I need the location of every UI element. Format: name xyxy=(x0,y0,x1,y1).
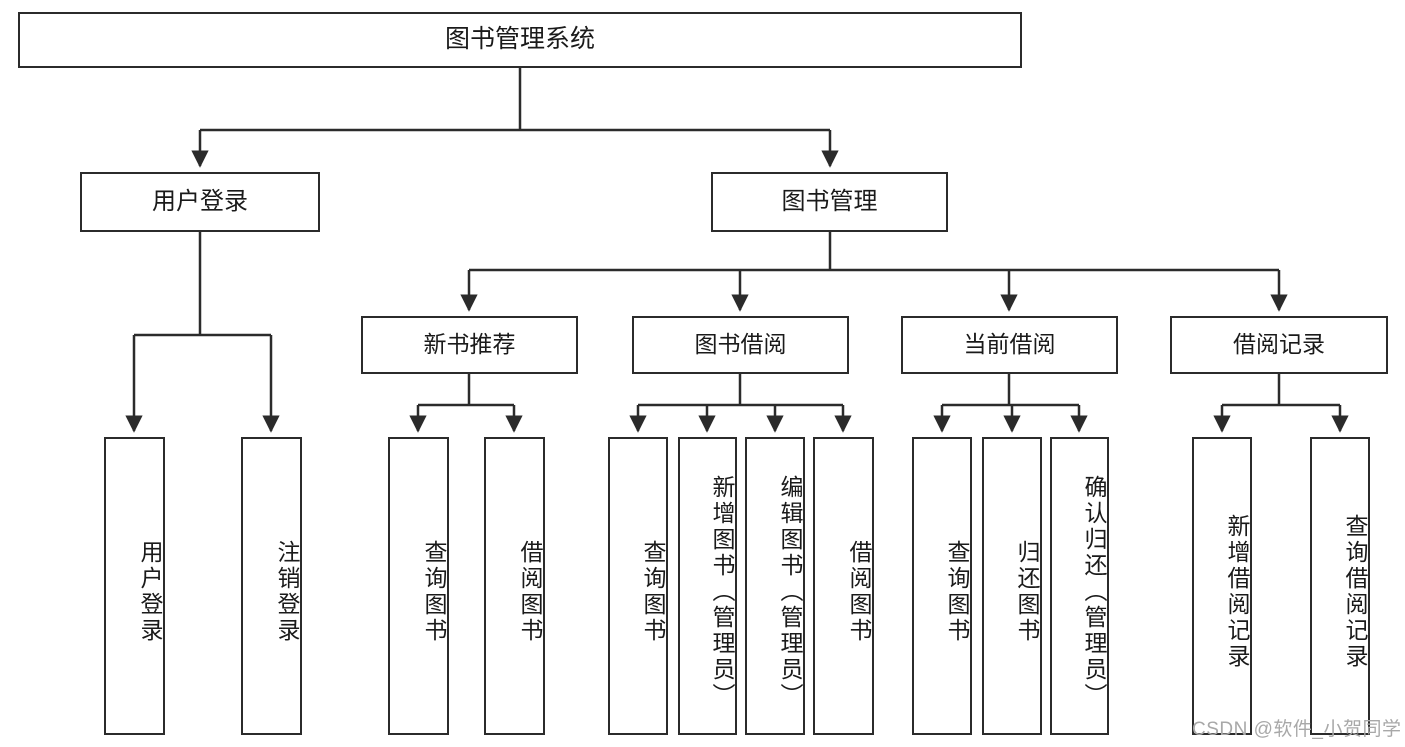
leaf-add-borrow-record-label: 新增借阅记录 xyxy=(1224,514,1250,670)
node-root[interactable]: 图书管理系统 xyxy=(18,12,1022,68)
node-current-borrow[interactable]: 当前借阅 xyxy=(901,316,1118,374)
leaf-confirm-return-admin-label: 确认归还（管理员） xyxy=(1081,475,1107,709)
node-new-book-recommend-label: 新书推荐 xyxy=(423,331,516,358)
node-user-login[interactable]: 用户登录 xyxy=(80,172,320,232)
leaf-query-book-current[interactable]: 查询图书 xyxy=(912,437,972,735)
leaf-borrow-book-recommend[interactable]: 借阅图书 xyxy=(484,437,545,735)
leaf-query-borrow-record-label: 查询借阅记录 xyxy=(1342,514,1368,670)
leaf-return-book-label: 归还图书 xyxy=(1014,540,1040,644)
leaf-add-book-admin-label: 新增图书（管理员） xyxy=(709,475,735,709)
node-user-login-label: 用户登录 xyxy=(152,187,248,215)
node-root-label: 图书管理系统 xyxy=(444,25,595,54)
leaf-query-book-borrow-label: 查询图书 xyxy=(640,540,666,644)
leaf-borrow-book[interactable]: 借阅图书 xyxy=(813,437,874,735)
node-borrow-record[interactable]: 借阅记录 xyxy=(1170,316,1388,374)
node-book-manage[interactable]: 图书管理 xyxy=(711,172,948,232)
leaf-return-book[interactable]: 归还图书 xyxy=(982,437,1042,735)
leaf-borrow-book-recommend-label: 借阅图书 xyxy=(517,540,543,644)
node-borrow-record-label: 借阅记录 xyxy=(1233,331,1325,358)
leaf-edit-book-admin[interactable]: 编辑图书（管理员） xyxy=(745,437,805,735)
leaf-query-borrow-record[interactable]: 查询借阅记录 xyxy=(1310,437,1370,735)
leaf-user-login[interactable]: 用户登录 xyxy=(104,437,165,735)
leaf-edit-book-admin-label: 编辑图书（管理员） xyxy=(777,475,803,709)
leaf-add-borrow-record[interactable]: 新增借阅记录 xyxy=(1192,437,1252,735)
leaf-borrow-book-label: 借阅图书 xyxy=(846,540,872,644)
node-book-manage-label: 图书管理 xyxy=(781,187,878,215)
node-new-book-recommend[interactable]: 新书推荐 xyxy=(361,316,578,374)
node-current-borrow-label: 当前借阅 xyxy=(963,331,1056,358)
leaf-query-book-recommend-label: 查询图书 xyxy=(421,540,447,644)
leaf-user-login-label: 用户登录 xyxy=(137,540,163,644)
leaf-query-book-recommend[interactable]: 查询图书 xyxy=(388,437,449,735)
node-book-borrow[interactable]: 图书借阅 xyxy=(632,316,849,374)
leaf-query-book-borrow[interactable]: 查询图书 xyxy=(608,437,668,735)
watermark: CSDN @软件_小贺同学 xyxy=(1192,719,1402,740)
leaf-query-book-current-label: 查询图书 xyxy=(944,540,970,644)
leaf-logout[interactable]: 注销登录 xyxy=(241,437,302,735)
leaf-confirm-return-admin[interactable]: 确认归还（管理员） xyxy=(1050,437,1109,735)
leaf-logout-label: 注销登录 xyxy=(274,540,300,644)
leaf-add-book-admin[interactable]: 新增图书（管理员） xyxy=(678,437,737,735)
node-book-borrow-label: 图书借阅 xyxy=(694,331,787,358)
